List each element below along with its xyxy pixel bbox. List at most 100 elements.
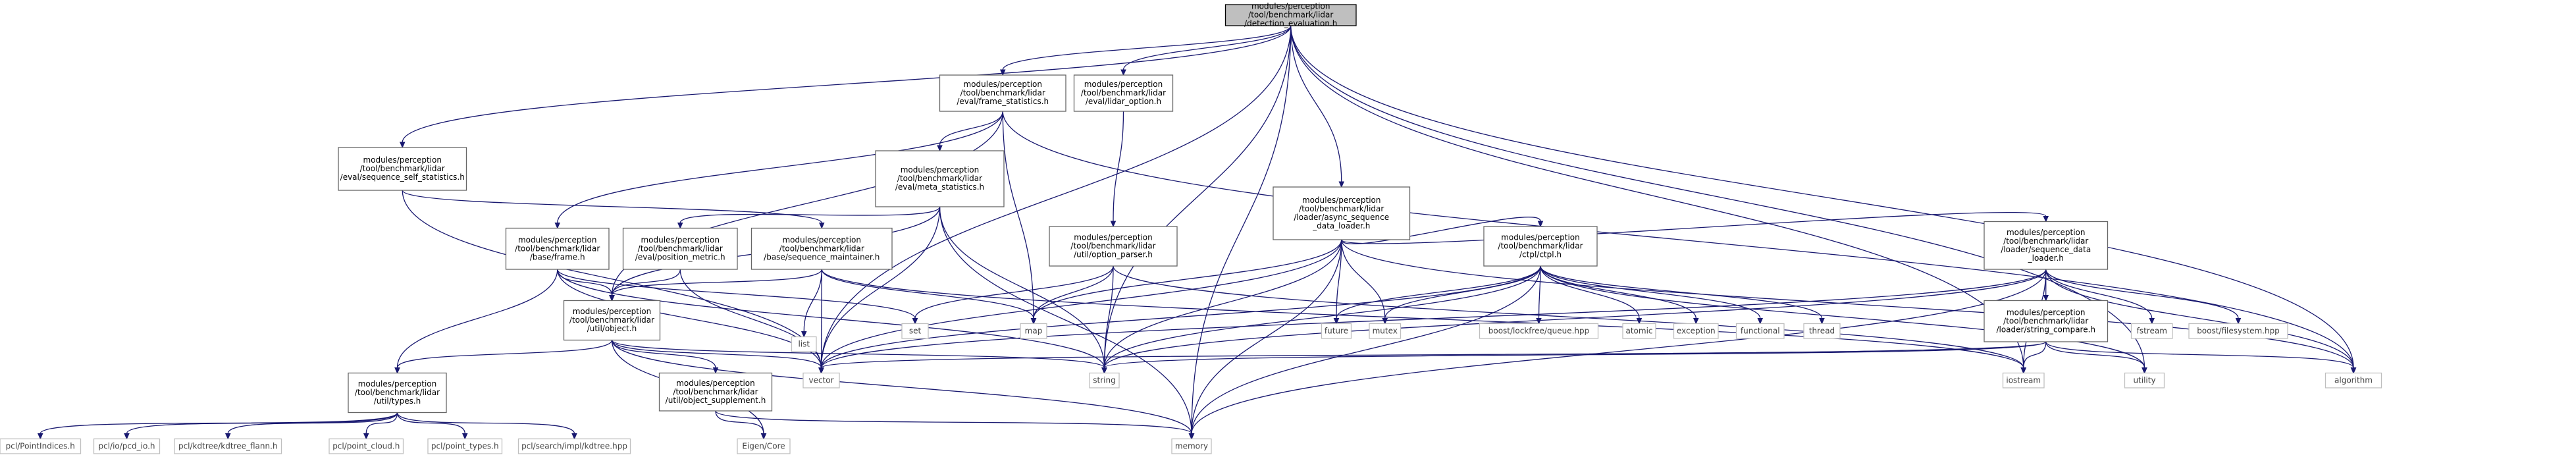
arrowhead-sequence_maintainer-to-map <box>1030 318 1037 325</box>
arrowhead-types-to-pclpi <box>37 433 43 440</box>
node-types[interactable]: modules/perception/tool/benchmark/lidar/… <box>348 372 447 414</box>
node-label-line: utility <box>2133 375 2155 385</box>
edge-frame-to-string <box>557 269 1105 368</box>
node-label-line: vector <box>808 375 833 385</box>
node-box <box>1089 372 1120 388</box>
node-box <box>0 438 82 454</box>
edge-meta_statistics-to-memory <box>939 206 1192 434</box>
edge-sequence_self_statistics-to-vector <box>402 190 822 368</box>
edge-types-to-pcltypes <box>396 412 465 434</box>
node-box <box>622 227 738 270</box>
node-sequence_maintainer[interactable]: modules/perception/tool/benchmark/lidar/… <box>750 227 893 270</box>
edge-root-to-string <box>1103 25 1292 368</box>
node-kdimpl: pcl/search/impl/kdtree.hpp <box>517 438 631 454</box>
node-box <box>1622 323 1656 339</box>
arrowhead-ctpl-to-mutex <box>1382 318 1388 325</box>
arrowhead-ctpl-to-atomic <box>1636 318 1643 325</box>
node-label-line: algorithm <box>2334 375 2373 385</box>
node-pcltypes: pcl/point_types.h <box>427 438 503 454</box>
edge-option_parser-to-string <box>1103 265 1114 368</box>
node-position_metric[interactable]: modules/perception/tool/benchmark/lidar/… <box>622 227 738 270</box>
node-box <box>174 438 282 454</box>
node-box <box>329 438 404 454</box>
node-async_sequence[interactable]: modules/perception/tool/benchmark/lidar/… <box>1273 186 1411 240</box>
node-exception: exception <box>1673 323 1719 339</box>
node-label-line: modules/perception <box>363 155 442 165</box>
edge-frame-to-types <box>396 269 558 368</box>
arrowhead-root-to-lidar_option <box>1120 69 1126 76</box>
arrowhead-root-to-async_sequence <box>1338 181 1345 188</box>
node-lockfree: boost/lockfree/queue.hpp <box>1479 323 1599 339</box>
node-label-line: /tool/benchmark/lidar <box>1498 242 1583 251</box>
node-label-line: /eval/position_metric.h <box>635 252 725 261</box>
node-label-line: /loader/sequence_data <box>2001 245 2091 254</box>
node-option_parser[interactable]: modules/perception/tool/benchmark/lidar/… <box>1049 226 1178 267</box>
node-label-line: boost/filesystem.hpp <box>2197 326 2280 335</box>
edge-sequence_maintainer-to-list <box>803 269 822 332</box>
node-label-line: pcl/search/impl/kdtree.hpp <box>521 441 627 450</box>
edge-sequence_maintainer-to-object <box>611 269 822 296</box>
node-box <box>2188 323 2288 339</box>
node-label-line: modules/perception <box>518 235 597 244</box>
edge-option_parser-to-iostream <box>1113 265 2024 368</box>
edge-ctpl-to-future <box>1336 265 1541 319</box>
edge-types-to-kdflann <box>227 412 398 434</box>
node-label-line: memory <box>1175 441 1208 450</box>
node-label-line: pcl/point_cloud.h <box>332 441 400 450</box>
arrowhead-sequence_maintainer-to-list <box>801 331 807 338</box>
node-label-line: functional <box>1741 326 1780 335</box>
arrowhead-async_sequence-to-sequence_data_loader <box>2043 216 2049 223</box>
node-label-line: modules/perception <box>963 80 1042 89</box>
node-label-line: mutex <box>1373 326 1398 335</box>
node-label-line: modules/perception <box>1251 2 1330 11</box>
node-meta_statistics[interactable]: modules/perception/tool/benchmark/lidar/… <box>875 150 1005 207</box>
arrowhead-string_compare-to-utility <box>2142 367 2147 374</box>
arrowhead-ctpl-to-lockfree <box>1536 318 1542 325</box>
node-box <box>901 323 929 339</box>
arrowhead-types-to-kdimpl <box>571 433 577 440</box>
edge-async_sequence-to-sequence_data_loader <box>1341 211 2047 244</box>
node-object_supplement[interactable]: modules/perception/tool/benchmark/lidar/… <box>658 372 773 412</box>
arrowhead-object-to-string <box>1101 367 1107 374</box>
edge-object-to-string <box>611 339 1105 369</box>
node-root[interactable]: modules/perception/tool/benchmark/lidar/… <box>1224 2 1357 28</box>
arrowhead-sequence_self_statistics-to-sequence_maintainer <box>818 223 825 229</box>
node-object[interactable]: modules/perception/tool/benchmark/lidar/… <box>563 300 661 341</box>
node-pclcloud: pcl/point_cloud.h <box>329 438 404 454</box>
node-label-line: /tool/benchmark/lidar <box>1299 204 1384 213</box>
edge-async_sequence-to-vector <box>820 239 1342 368</box>
node-box <box>338 147 467 191</box>
arrowhead-lidar_option-to-option_parser <box>1110 221 1117 228</box>
node-ctpl[interactable]: modules/perception/tool/benchmark/lidar/… <box>1483 226 1598 267</box>
edge-object-to-memory <box>611 340 1192 434</box>
node-label-line: boost/lockfree/queue.hpp <box>1488 326 1589 335</box>
node-label-line: pcl/PointIndices.h <box>6 441 75 450</box>
node-label-line: modules/perception <box>2007 308 2086 317</box>
node-box <box>1020 323 1047 339</box>
node-label-line: /tool/benchmark/lidar <box>569 315 654 325</box>
node-string_compare[interactable]: modules/perception/tool/benchmark/lidar/… <box>1984 300 2109 342</box>
arrowhead-root-to-frame_statistics <box>999 69 1006 76</box>
node-label-line: future <box>1325 326 1348 335</box>
node-sequence_data_loader[interactable]: modules/perception/tool/benchmark/lidar/… <box>1984 221 2109 270</box>
arrowhead-string_compare-to-algorithm <box>2350 367 2357 374</box>
node-sequence_self_statistics[interactable]: modules/perception/tool/benchmark/lidar/… <box>338 147 467 191</box>
node-label-line: pcl/point_types.h <box>431 441 499 450</box>
node-label-line: /util/object.h <box>587 324 637 333</box>
node-label-line: modules/perception <box>1501 233 1580 242</box>
node-label-line: /tool/benchmark/lidar <box>2003 316 2088 325</box>
node-frame_statistics[interactable]: modules/perception/tool/benchmark/lidar/… <box>939 74 1066 112</box>
node-lidar_option[interactable]: modules/perception/tool/benchmark/lidar/… <box>1073 74 1174 112</box>
edge-root-to-frame_statistics <box>1002 25 1292 70</box>
edge-string_compare-to-algorithm <box>2045 341 2354 368</box>
node-frame[interactable]: modules/perception/tool/benchmark/lidar/… <box>505 227 610 270</box>
arrowhead-object_supplement-to-eigen <box>760 433 767 440</box>
edge-sequence_data_loader-to-algorithm <box>2045 269 2354 368</box>
node-label-line: /detection_evaluation.h <box>1244 19 1337 28</box>
node-boostfs: boost/filesystem.hpp <box>2188 323 2288 339</box>
node-label-line: iostream <box>2006 375 2041 385</box>
edge-position_metric-to-object <box>611 269 681 296</box>
node-label-line: modules/perception <box>641 235 720 244</box>
node-string: string <box>1089 372 1120 388</box>
